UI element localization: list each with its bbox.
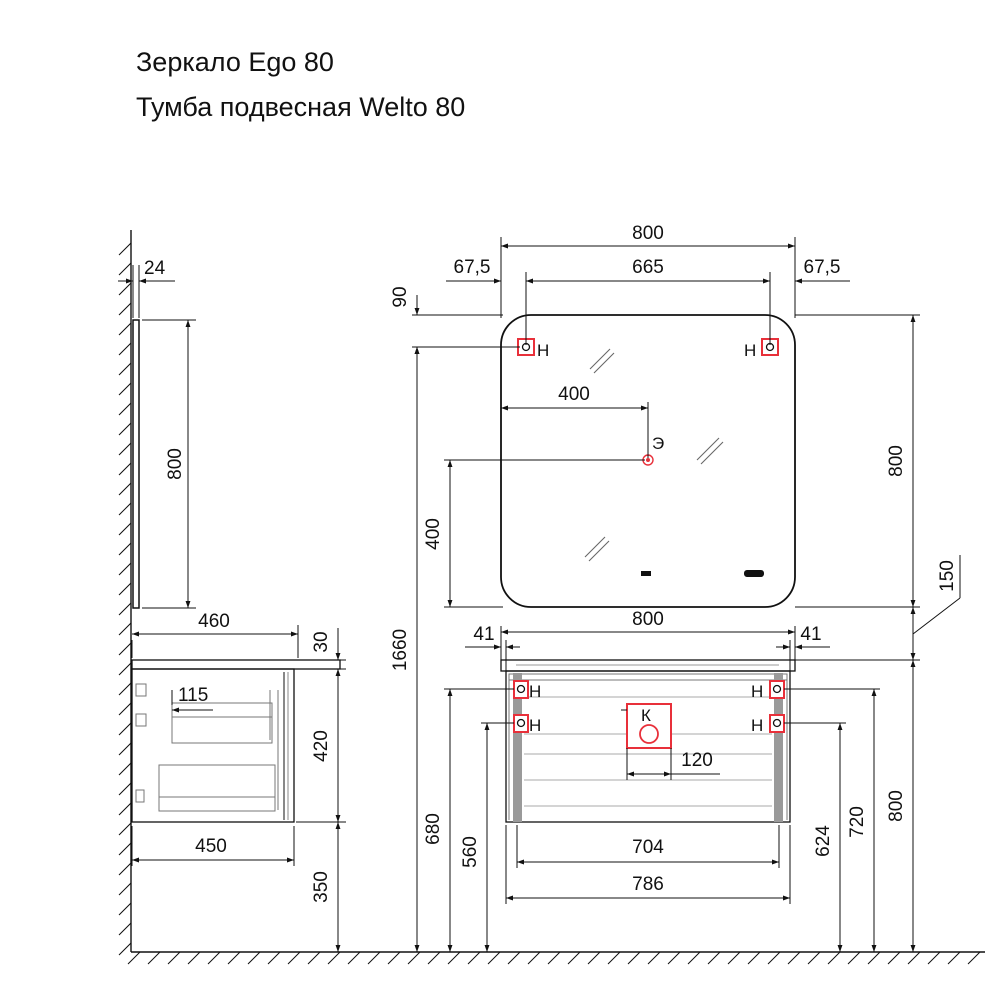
dim-socket-x: 400 (558, 384, 590, 405)
electric-outlet: Э (642, 434, 664, 466)
sewer-outlet: К (621, 703, 672, 749)
dim-edge-left: 67,5 (454, 257, 491, 278)
hook-label: Н (537, 341, 549, 360)
hook-label: Н (744, 341, 756, 360)
mirror-hook-left: Н (517, 338, 549, 360)
dim-overhang-right: 41 (800, 624, 821, 645)
dim-mirror-thickness: 24 (144, 258, 166, 279)
sewer-label: К (641, 706, 651, 725)
dim-socket-y: 400 (423, 518, 444, 550)
dim-inner-width: 704 (632, 837, 664, 858)
wall (118, 230, 132, 956)
side-dimensions (118, 265, 346, 952)
dim-mirror-height: 800 (886, 445, 907, 477)
side-countertop (131, 659, 341, 670)
dim-total-height: 1660 (390, 629, 411, 671)
cabinet-title: Тумба подвесная Welto 80 (136, 92, 466, 122)
dim-overhang-left: 41 (473, 624, 494, 645)
dim-top-thickness: 30 (311, 631, 332, 652)
hook-label: Н (529, 682, 541, 701)
dim-cabinet-width: 800 (632, 609, 664, 630)
dim-hook-spacing: 665 (632, 257, 664, 278)
dim-side-cabinet-height: 420 (311, 730, 332, 762)
dim-top-offset: 90 (390, 286, 411, 307)
dim-top-depth: 460 (198, 611, 230, 632)
side-view (131, 319, 341, 823)
front-cabinet (500, 659, 796, 823)
dim-height-680: 680 (423, 813, 444, 845)
dim-cabinet-depth: 450 (195, 836, 227, 857)
dim-drawer-offset: 115 (178, 685, 208, 706)
front-mirror-dimensions (412, 237, 961, 952)
side-dimension-labels: 24 800 460 30 115 420 450 350 (144, 258, 332, 903)
dim-floor-clearance: 350 (311, 871, 332, 903)
side-mirror (132, 319, 140, 609)
cabinet-hook-right-top: Н (751, 680, 785, 701)
dim-height-720: 720 (847, 806, 868, 838)
front-cabinet-body (505, 670, 791, 823)
front-mirror (500, 314, 796, 608)
dim-side-mirror-height: 800 (165, 448, 186, 480)
dim-edge-right: 67,5 (804, 257, 841, 278)
front-cabinet-dimensions (444, 626, 920, 952)
dim-drain-width: 120 (681, 750, 713, 771)
dim-height-800: 800 (886, 790, 907, 822)
floor (127, 951, 985, 965)
hook-label: Н (751, 682, 763, 701)
front-mirror-labels: 800 67,5 665 67,5 90 400 400 800 150 166… (390, 223, 958, 671)
side-cabinet (131, 668, 295, 823)
cabinet-hook-left-bottom: Н (513, 714, 541, 735)
hook-label: Н (751, 716, 763, 735)
cabinet-hook-right-bottom: Н (751, 714, 785, 735)
electric-label: Э (652, 434, 664, 453)
hook-label: Н (529, 716, 541, 735)
dim-height-560: 560 (460, 836, 481, 868)
mirror-title: Зеркало Ego 80 (136, 47, 334, 77)
dim-height-624: 624 (813, 825, 834, 857)
mirror-outline (500, 314, 796, 608)
dim-gap: 150 (937, 560, 958, 592)
dim-mirror-width: 800 (632, 223, 664, 244)
cabinet-hook-left-top: Н (513, 680, 541, 701)
dim-outer-width: 786 (632, 874, 664, 895)
mirror-hook-right: Н (744, 338, 779, 360)
front-cabinet-labels: 800 41 41 120 704 786 680 560 624 720 80… (423, 609, 907, 895)
